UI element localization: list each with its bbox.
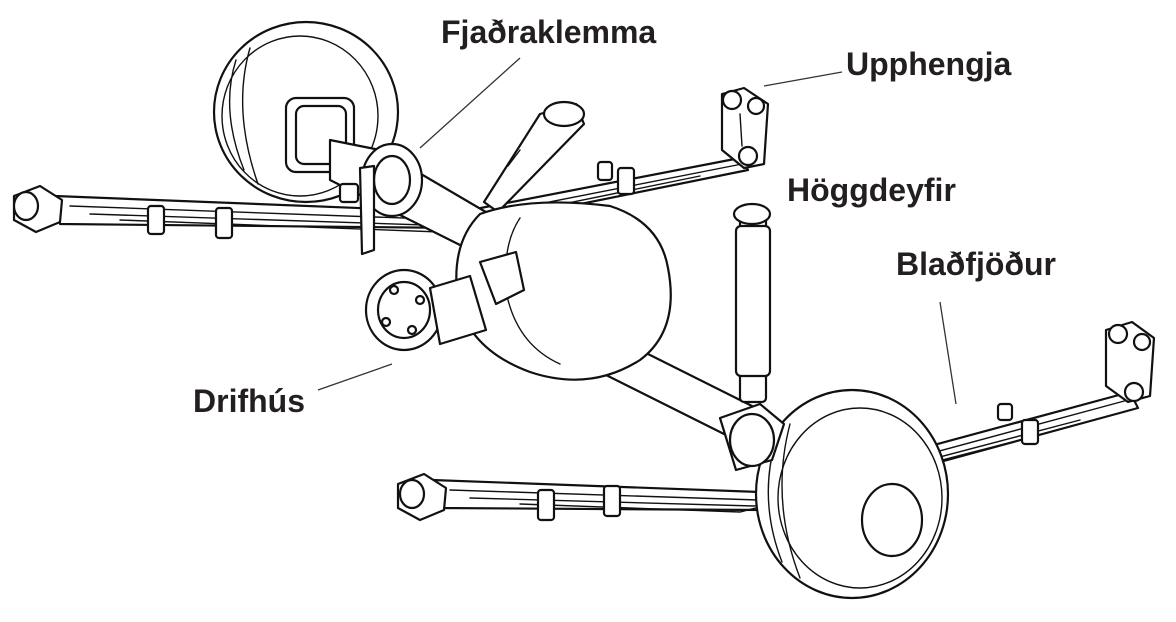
differential-housing [364, 201, 672, 381]
shackle-front [1104, 320, 1156, 404]
shock-absorber-front [732, 202, 772, 404]
label-shackle: Upphengja [846, 46, 1012, 82]
shackle-rear [720, 86, 770, 170]
rear-leaf-spring [12, 156, 750, 240]
shock-absorber-rear [482, 100, 586, 214]
wheel-drum-right [718, 388, 950, 600]
label-shock-absorber: Höggdeyfir [787, 172, 956, 208]
label-spring-clamp: Fjaðraklemma [441, 14, 657, 50]
label-leaf-spring: Blaðfjöður [896, 246, 1056, 282]
leader-lines [317, 57, 957, 405]
label-differential-housing: Drifhús [193, 383, 305, 419]
